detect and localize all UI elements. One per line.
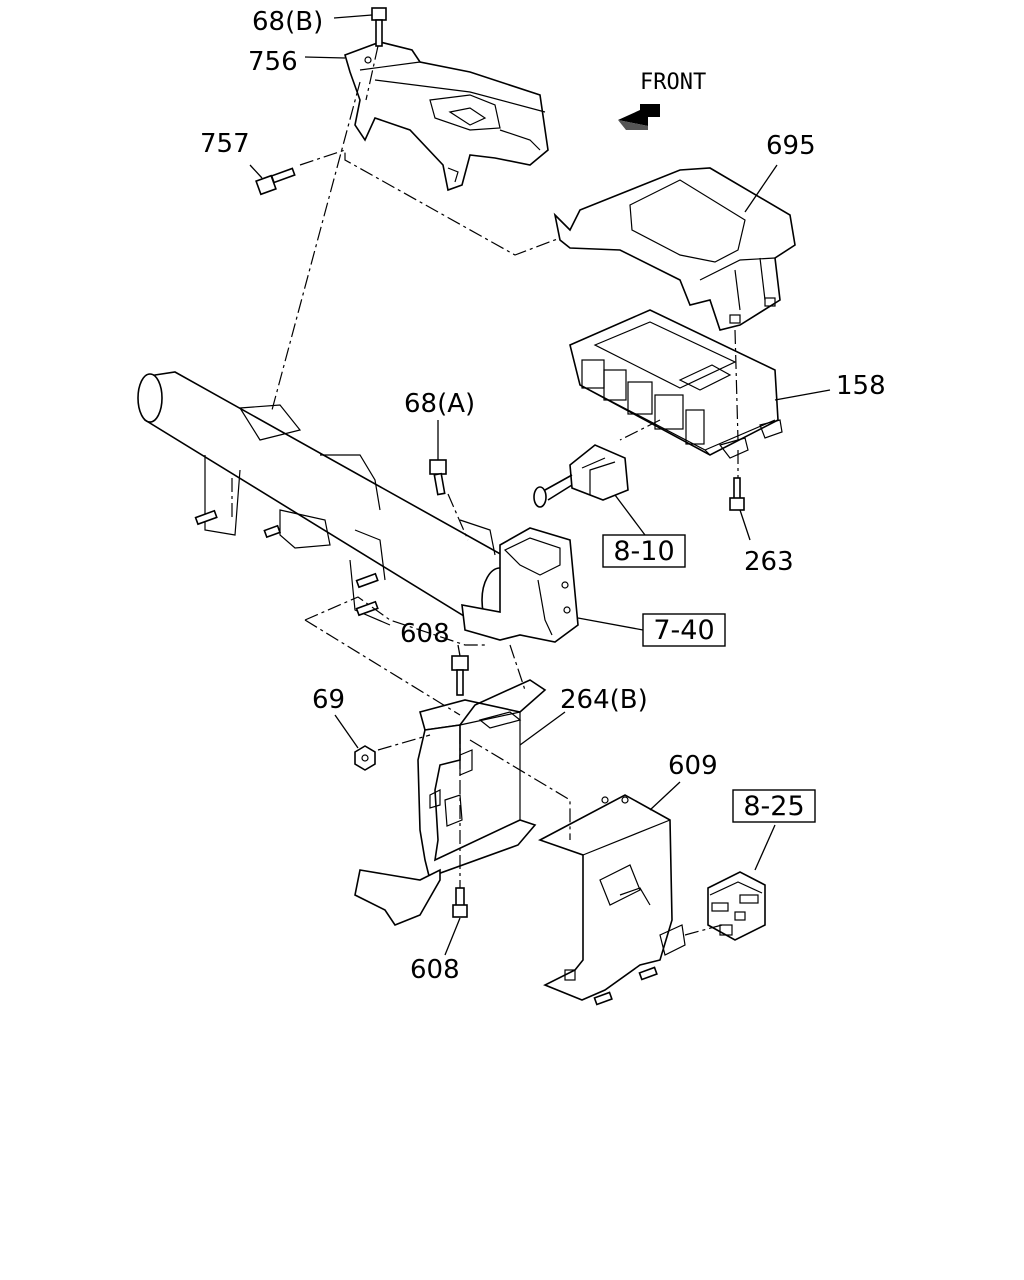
ecu-module-158 <box>569 309 783 459</box>
leader-lines <box>249 14 831 956</box>
bolt-68b <box>371 7 387 47</box>
bolt-757 <box>255 167 296 196</box>
ref-box-7-40: 7-40 <box>642 613 726 647</box>
front-arrow-icon <box>618 104 660 126</box>
reference-boxes: 8-10 7-40 8-25 <box>602 534 816 823</box>
bolt-608-top <box>451 655 469 696</box>
front-label: FRONT <box>640 70 706 95</box>
callout-69: 69 <box>312 685 345 715</box>
cover-695 <box>553 167 796 331</box>
callouts: 68(B) 756 757 695 158 68(A) 263 608 69 2… <box>200 7 886 985</box>
ref-label-8-25: 8-25 <box>743 791 804 822</box>
callout-68a: 68(A) <box>404 389 475 419</box>
connector-8-10 <box>533 444 629 508</box>
bolt-68a <box>429 459 447 496</box>
bracket-609 <box>538 794 686 1006</box>
callout-263: 263 <box>744 547 794 577</box>
beam-studs <box>194 509 379 617</box>
callout-695: 695 <box>766 131 816 161</box>
callout-756: 756 <box>248 47 298 77</box>
ref-box-8-10: 8-10 <box>602 534 686 568</box>
callout-158: 158 <box>836 371 886 401</box>
callout-608-top: 608 <box>400 619 450 649</box>
callout-757: 757 <box>200 129 250 159</box>
ref-label-8-10: 8-10 <box>613 536 674 567</box>
bolt-263 <box>729 477 745 511</box>
alignment-lines <box>231 45 739 936</box>
ref-box-8-25: 8-25 <box>732 789 816 823</box>
bolt-608-bottom <box>452 887 468 918</box>
relay-8-25 <box>707 871 766 941</box>
front-indicator: FRONT <box>618 70 706 130</box>
callout-608-bottom: 608 <box>410 955 460 985</box>
ref-label-7-40: 7-40 <box>653 615 714 646</box>
callout-609: 609 <box>668 751 718 781</box>
nut-69 <box>354 745 376 771</box>
callout-264b: 264(B) <box>560 685 648 715</box>
upper-bracket <box>344 41 549 192</box>
junction-block-7-40 <box>461 527 579 643</box>
bracket-264b <box>354 679 547 926</box>
callout-68b: 68(B) <box>252 7 323 37</box>
